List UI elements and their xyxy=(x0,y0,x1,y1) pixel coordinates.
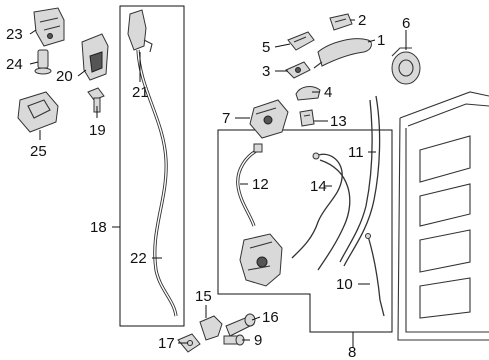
part-12-cable xyxy=(236,143,263,227)
callout-11: 11 xyxy=(348,144,364,161)
callout-5: 5 xyxy=(262,39,270,56)
callout-16: 16 xyxy=(262,309,279,326)
callout-17: 17 xyxy=(158,335,175,352)
part-1-door-handle xyxy=(313,38,372,69)
latch-assembly xyxy=(239,233,283,287)
rear-door xyxy=(397,91,489,341)
callout-4: 4 xyxy=(324,84,332,101)
callout-10: 10 xyxy=(336,276,353,293)
part-16-bushing xyxy=(225,313,256,337)
callout-20: 20 xyxy=(56,68,73,85)
callout-9: 9 xyxy=(254,332,262,349)
part-11-cable xyxy=(339,95,381,267)
part-25-housing xyxy=(17,91,59,133)
part-24-stud xyxy=(34,49,52,75)
part-6-lock-cylinder xyxy=(391,47,421,85)
callout-19: 19 xyxy=(89,122,106,139)
cable-group-frame-18 xyxy=(119,5,185,327)
callout-18: 18 xyxy=(90,219,107,236)
callout-13: 13 xyxy=(330,113,347,130)
callout-8: 8 xyxy=(348,344,356,360)
part-9-pin xyxy=(223,334,245,346)
leader-lines xyxy=(29,19,407,348)
part-7-latch xyxy=(249,99,289,139)
part-21-cable-bracket xyxy=(127,9,153,53)
callout-2: 2 xyxy=(358,12,366,29)
callout-7: 7 xyxy=(222,110,230,127)
callout-21: 21 xyxy=(132,84,149,101)
part-5-gasket xyxy=(287,31,315,51)
callout-15: 15 xyxy=(195,288,212,305)
part-3-escutcheon xyxy=(285,61,311,79)
part-22-long-cable xyxy=(136,49,178,317)
latch-group-frame-8 xyxy=(217,129,393,333)
part-15-bracket xyxy=(199,315,223,341)
callout-23: 23 xyxy=(6,26,23,43)
callout-6: 6 xyxy=(402,15,410,32)
part-4-cap xyxy=(295,86,321,101)
part-14-cable xyxy=(291,152,351,271)
callout-1: 1 xyxy=(377,32,385,49)
callout-3: 3 xyxy=(262,63,270,80)
callout-25: 25 xyxy=(30,143,47,160)
callout-14: 14 xyxy=(310,178,327,195)
callout-12: 12 xyxy=(252,176,269,193)
part-20-bumper xyxy=(81,33,109,81)
callout-22: 22 xyxy=(130,250,147,267)
part-2-pad xyxy=(329,13,353,31)
part-13-clip xyxy=(299,109,315,127)
part-23-bracket xyxy=(33,7,65,47)
part-10-rod xyxy=(365,233,385,317)
callout-24: 24 xyxy=(6,56,23,73)
part-19-bolt xyxy=(87,87,105,113)
